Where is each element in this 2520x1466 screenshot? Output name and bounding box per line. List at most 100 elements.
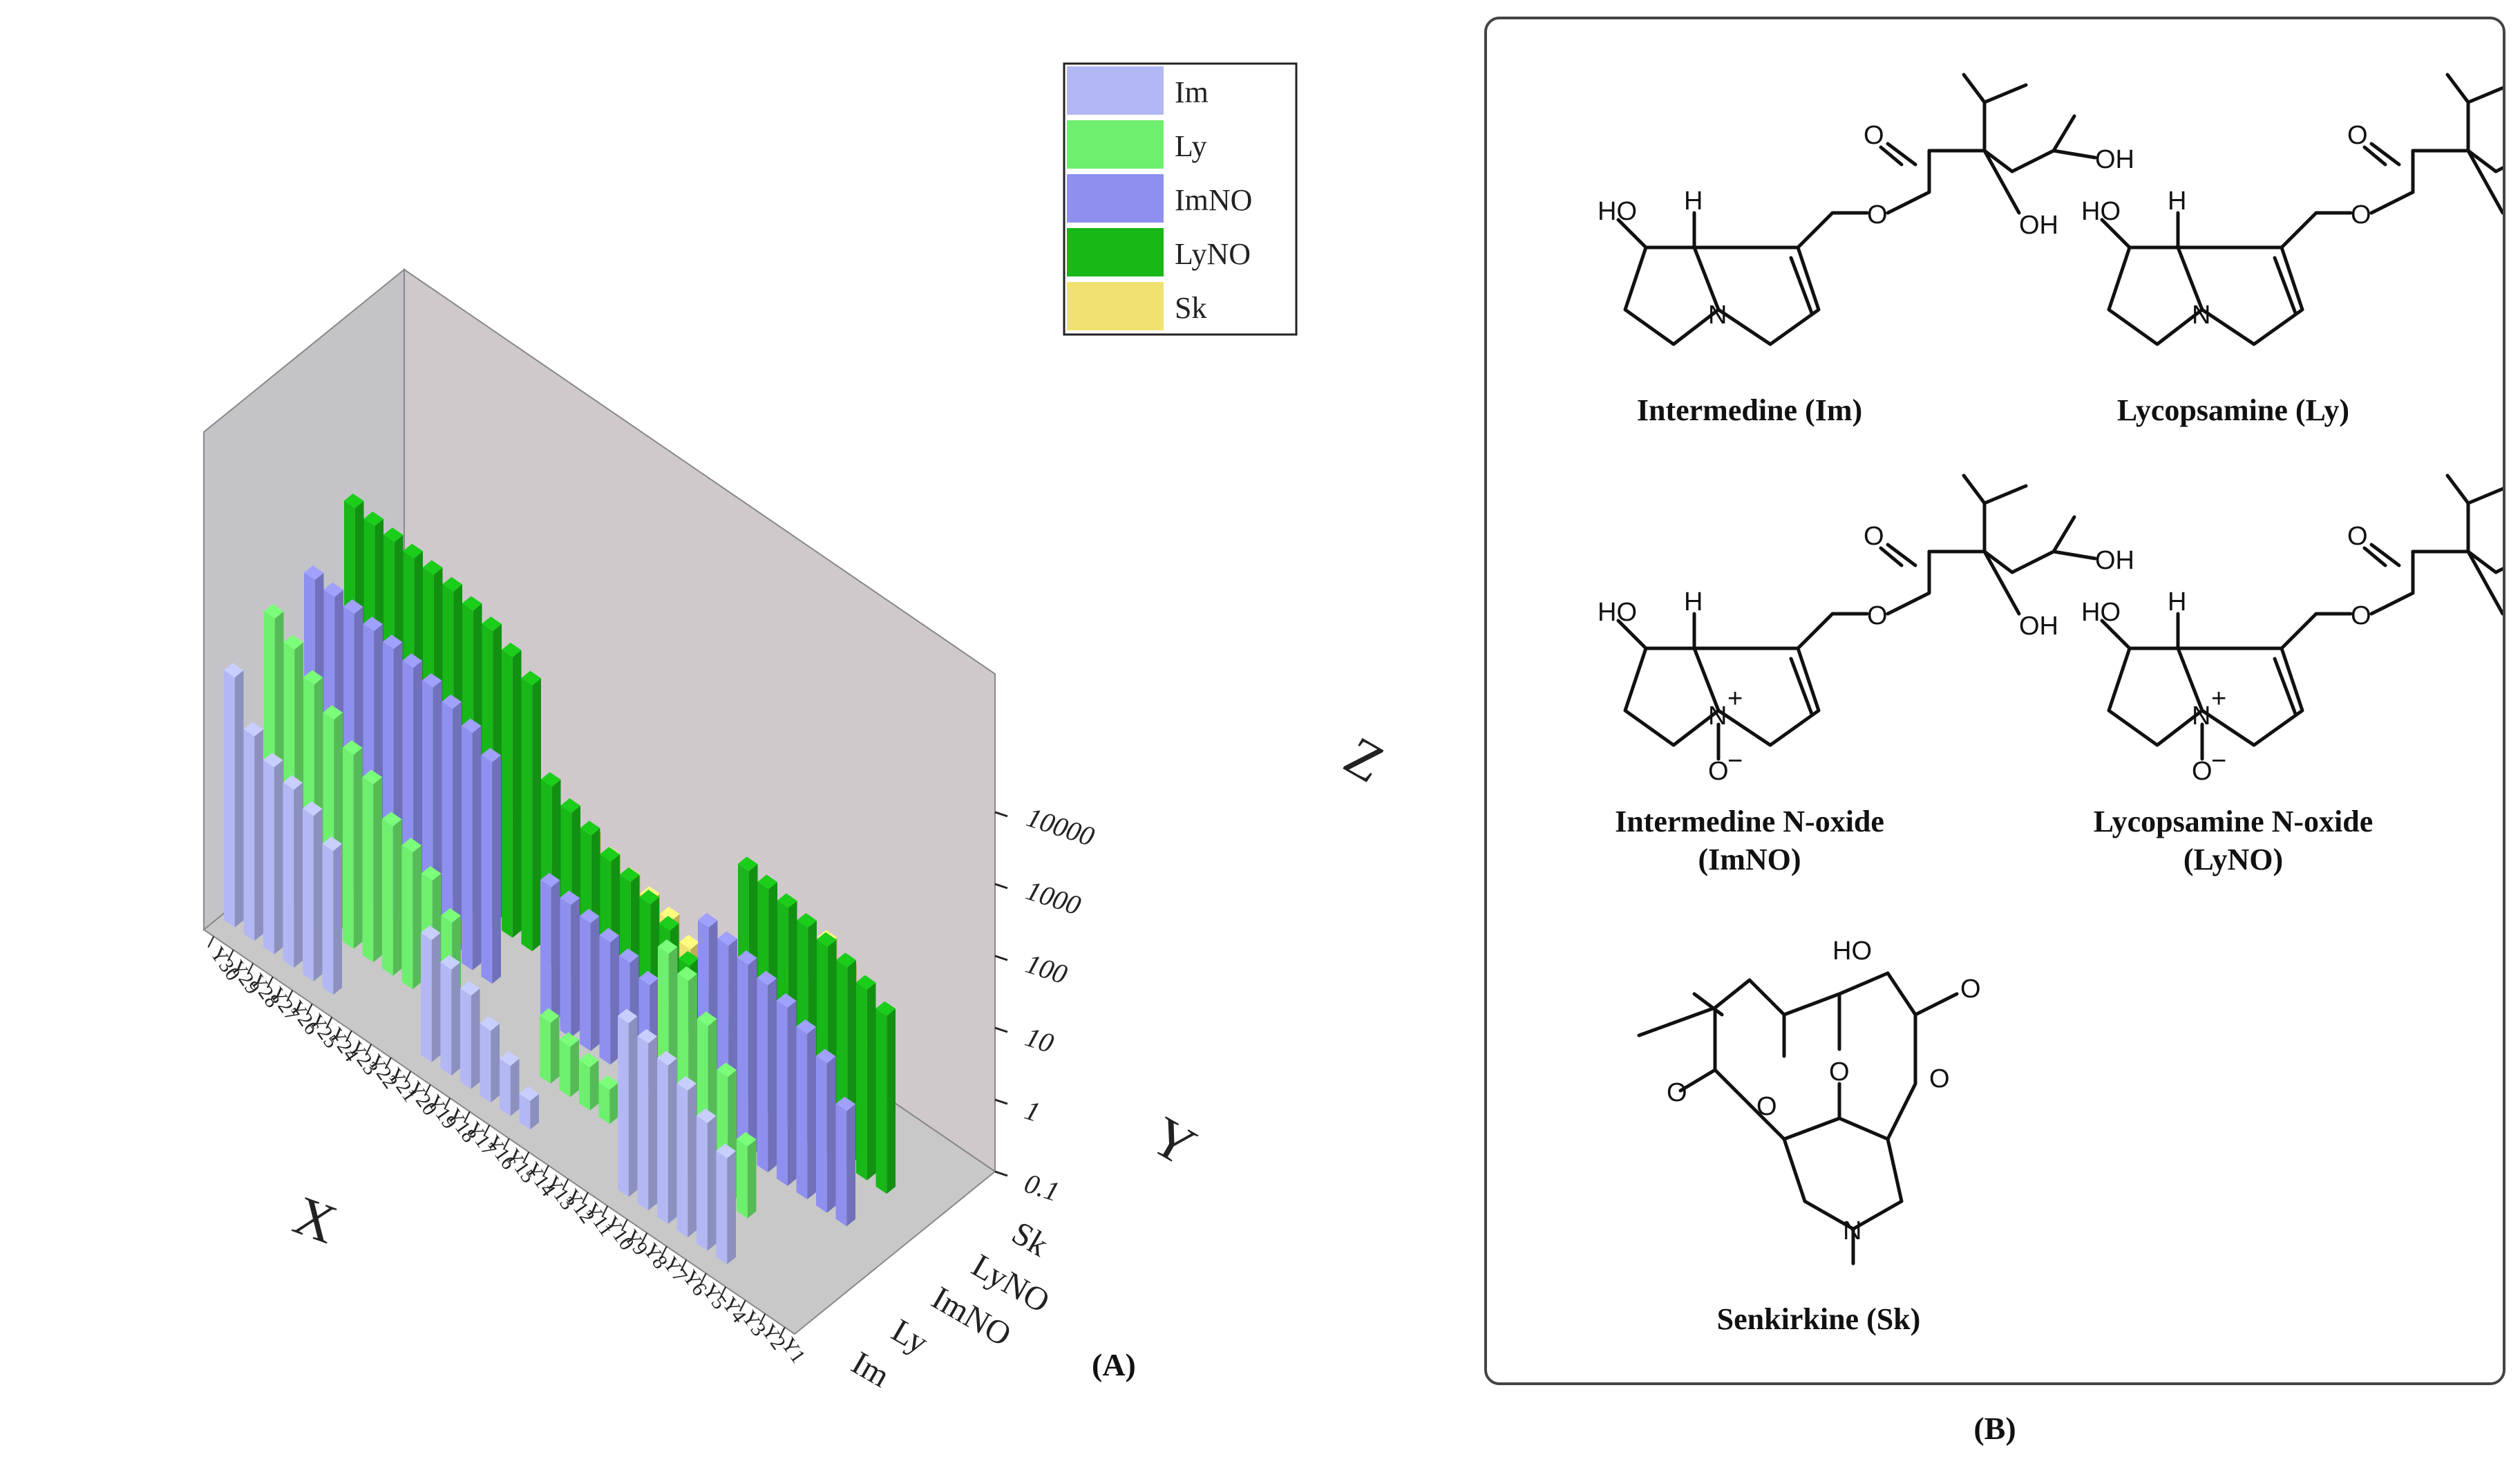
bar-ly-y26	[343, 747, 354, 949]
bar-lyno-y25-top	[442, 576, 462, 592]
legend-label-lyno: LyNO	[1175, 237, 1251, 271]
bar-lyno-y18-top	[580, 820, 600, 836]
svg-text:HO: HO	[1598, 197, 1637, 226]
bar-imno-y23	[442, 702, 453, 957]
svg-text:N: N	[2192, 301, 2210, 330]
x-tick-mark-y12	[562, 1178, 569, 1191]
bar-im-y28-side	[274, 760, 283, 955]
bar-lyno-y3-top	[875, 1001, 896, 1016]
legend-swatch-ly	[1067, 120, 1164, 169]
bar-imno-y5	[796, 1026, 808, 1200]
bar-im-y6-top	[697, 1108, 717, 1123]
y-category-label-im: Im	[846, 1344, 896, 1395]
bar-imno-y6-top	[777, 993, 797, 1008]
bar-lyno-y30-top	[344, 494, 364, 509]
bar-im-y15-side	[530, 1093, 539, 1130]
bar-im-y9-side	[648, 1036, 657, 1211]
svg-text:O: O	[1756, 1092, 1777, 1121]
svg-text:N: N	[1708, 301, 1727, 330]
bar-im-y28	[263, 760, 274, 955]
x-tick-mark-y27	[266, 976, 274, 988]
bar-ly-y24-top	[382, 811, 402, 827]
bar-imno-y10-top	[698, 912, 718, 928]
bar-imno-y27-top	[363, 617, 383, 632]
z-tick-mark-0	[994, 1170, 1008, 1177]
bar-ly-y25-side	[373, 777, 382, 963]
svg-text:O: O	[1708, 757, 1729, 786]
panel-b-structures: HO H N O O OH OH Intermedine (Im) HO H N	[1484, 17, 2520, 1385]
bar-ly-y6-side	[747, 1139, 757, 1219]
bar-lyno-y4-top	[856, 975, 876, 990]
x-tick-mark-y5	[699, 1272, 707, 1285]
svg-text:N: N	[2192, 702, 2210, 731]
svg-text:O: O	[1960, 975, 1981, 1004]
svg-text:OH: OH	[2019, 612, 2058, 641]
bar-im-y30	[224, 670, 235, 928]
bar-im-y20-top	[421, 925, 441, 941]
bar-ly-y22-top	[421, 866, 442, 881]
bar-lyno-y5-top	[836, 952, 856, 968]
bar-im-y27	[283, 782, 294, 968]
compound-name-ly: Lycopsamine (Ly)	[2117, 393, 2349, 427]
bar-lyno-y27-top	[403, 543, 423, 558]
z-axis-title: Z	[1334, 725, 1394, 795]
svg-text:HO: HO	[2081, 197, 2121, 226]
bar-ly-y25	[362, 776, 374, 963]
bar-ly-y9-top	[677, 966, 697, 981]
bar-im-y8-side	[667, 1058, 677, 1224]
svg-text:O: O	[2347, 522, 2368, 551]
bar-imno-y7	[757, 977, 768, 1173]
bar-lyno-y10-top	[738, 856, 758, 872]
bar-ly-y30-top	[264, 603, 284, 619]
bar-im-y20	[421, 932, 432, 1062]
bar-im-y29	[243, 729, 255, 941]
bar-im-y16	[500, 1058, 511, 1116]
bar-imno-y7-side	[768, 978, 777, 1173]
bar-imno-y24-top	[422, 673, 442, 688]
svg-text:O: O	[1867, 601, 1888, 630]
bar-ly-y25-top	[362, 769, 382, 784]
bar-im-y25	[322, 843, 334, 995]
bar-imno-y23-top	[442, 694, 462, 709]
x-tick-mark-y9	[620, 1219, 628, 1231]
bar-im-y9-top	[637, 1028, 657, 1044]
bar-ly-y7-top	[717, 1062, 737, 1078]
bar-lyno-y21-top	[521, 670, 541, 686]
svg-text:HO: HO	[2081, 598, 2121, 627]
z-tick-mark-1	[994, 1098, 1008, 1105]
bar-imno-y5-side	[807, 1026, 816, 1200]
bar-im-y18-side	[471, 988, 480, 1089]
bar-ly-y26-side	[353, 747, 363, 949]
bar-im-y16-top	[500, 1051, 520, 1066]
bar-imno-y15-top	[599, 928, 619, 943]
bar-imno-y25-top	[402, 653, 422, 668]
x-tick-mark-y17	[463, 1111, 471, 1123]
svg-text:O: O	[1864, 522, 1884, 551]
bar-im-y6-side	[707, 1116, 717, 1251]
bar-im-y27-side	[294, 782, 303, 968]
x-tick-mark-y30	[207, 936, 215, 948]
z-tick-label-2: 10	[1021, 1021, 1057, 1059]
bar-sk-y15-top	[679, 934, 699, 950]
bar-ly-y10-top	[658, 939, 678, 955]
bar-im-y10	[618, 1015, 629, 1197]
lycopsamine-n-oxide-structure: HO H N + O − O O OH OH Lycopsamine N-oxi…	[2081, 473, 2520, 876]
bar-imno-y30-top	[304, 565, 324, 581]
bar-im-y26-top	[303, 801, 323, 816]
bar-lyno-y15-top	[639, 890, 659, 905]
bar-ly-y16	[540, 1015, 551, 1084]
bar-im-y30-side	[234, 670, 244, 928]
bar-lyno-y21-side	[532, 678, 541, 952]
bar-imno-y21-top	[481, 748, 501, 762]
svg-text:O: O	[1829, 1058, 1850, 1087]
bar-im-y7-top	[676, 1075, 697, 1091]
x-tick-mark-y19	[424, 1084, 431, 1096]
z-tick-label-0: 0.1	[1021, 1167, 1063, 1207]
x-tick-mark-y8	[641, 1232, 648, 1245]
bar-imno-y15	[599, 934, 611, 1065]
bar-imno-y8	[737, 957, 748, 1159]
bar-ly-y27-top	[323, 705, 343, 720]
bar-im-y25-top	[322, 836, 342, 852]
legend-swatch-im	[1067, 66, 1164, 115]
